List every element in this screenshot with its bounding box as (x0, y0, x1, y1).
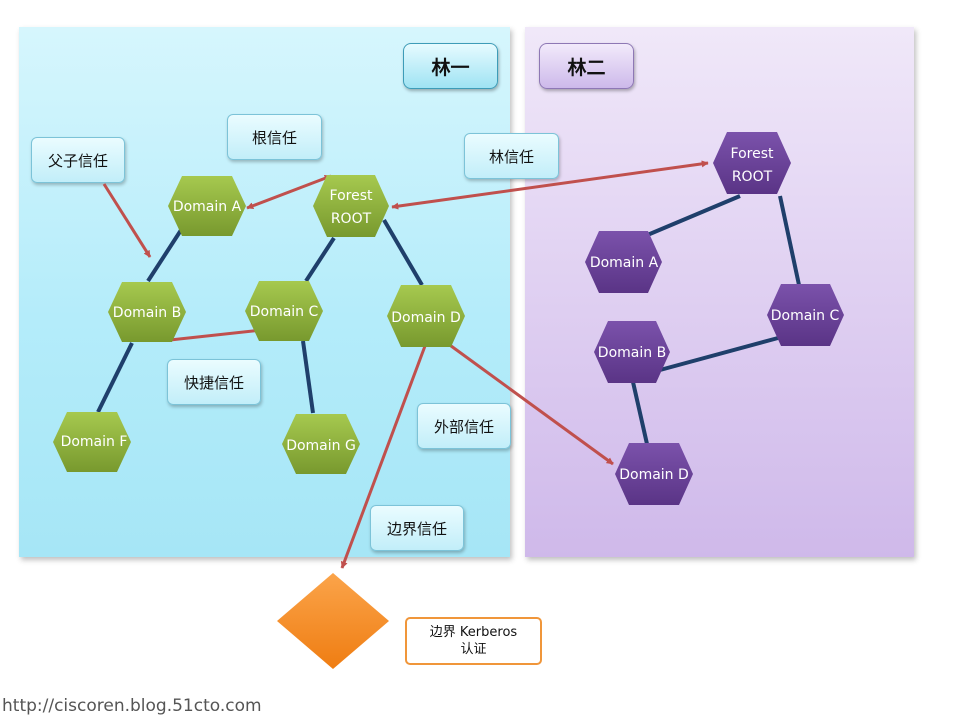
forest1-node-domain-c[interactable]: Domain C (245, 281, 323, 341)
parent-child-trust-label: 父子信任 (31, 137, 125, 183)
root-trust-label: 根信任 (227, 114, 322, 160)
forest1-node-domain-b[interactable]: Domain B (108, 282, 186, 342)
link-c-g (301, 340, 315, 414)
footer-url: http://ciscoren.blog.51cto.com (2, 696, 262, 716)
svg-text:Domain C: Domain C (771, 308, 840, 324)
forest2-node-domain-b[interactable]: Domain B (594, 321, 670, 383)
svg-text:Domain A: Domain A (173, 199, 242, 215)
link2-b-d (631, 381, 649, 445)
link2-c-b (659, 336, 779, 372)
forest2-node-domain-a[interactable]: Domain A (585, 231, 662, 293)
svg-text:Domain C: Domain C (250, 304, 319, 320)
link-root-d (382, 218, 424, 287)
svg-text:Domain B: Domain B (598, 345, 666, 361)
forest2-panel (525, 27, 914, 557)
svg-text:Domain F: Domain F (61, 434, 128, 450)
svg-text:Domain D: Domain D (391, 310, 461, 326)
svg-text:Domain G: Domain G (286, 438, 356, 454)
forest2-title: 林二 (539, 43, 634, 89)
svg-text:Domain D: Domain D (619, 467, 689, 483)
link2-root-a (644, 194, 741, 238)
realm-trust-arrow (340, 345, 427, 569)
forest2-node-domain-d[interactable]: Domain D (615, 443, 693, 505)
svg-text:Domain A: Domain A (590, 255, 659, 271)
link-a-b (146, 225, 185, 283)
kerberos-realm-diamond (277, 573, 389, 669)
parent-child-arrow (102, 183, 152, 258)
link-root-c (304, 236, 336, 283)
root-trust-arrow (246, 174, 332, 210)
link-b-f (96, 342, 134, 413)
forest1-node-domain-g[interactable]: Domain G (282, 414, 360, 474)
kerberos-realm-label: 边界 Kerberos 认证 (405, 617, 542, 665)
external-trust-label: 外部信任 (417, 403, 511, 449)
realm-trust-label: 边界信任 (370, 505, 464, 551)
svg-text:Domain B: Domain B (113, 305, 181, 321)
kerberos-label-line2: 认证 (460, 642, 487, 657)
shortcut-trust-arrow (169, 327, 263, 342)
kerberos-label-line1: 边界 Kerberos (429, 625, 518, 640)
forest-trust-arrow (391, 160, 709, 210)
shortcut-trust-label: 快捷信任 (167, 359, 261, 405)
forest1-node-domain-a[interactable]: Domain A (168, 176, 246, 236)
external-trust-arrow (446, 341, 614, 466)
forest1-title: 林一 (403, 43, 498, 89)
forest1-node-domain-d[interactable]: Domain D (387, 285, 465, 347)
link2-root-c (778, 195, 801, 286)
forest1-node-domain-f[interactable]: Domain F (53, 412, 131, 472)
forest2-node-domain-c[interactable]: Domain C (767, 284, 844, 346)
